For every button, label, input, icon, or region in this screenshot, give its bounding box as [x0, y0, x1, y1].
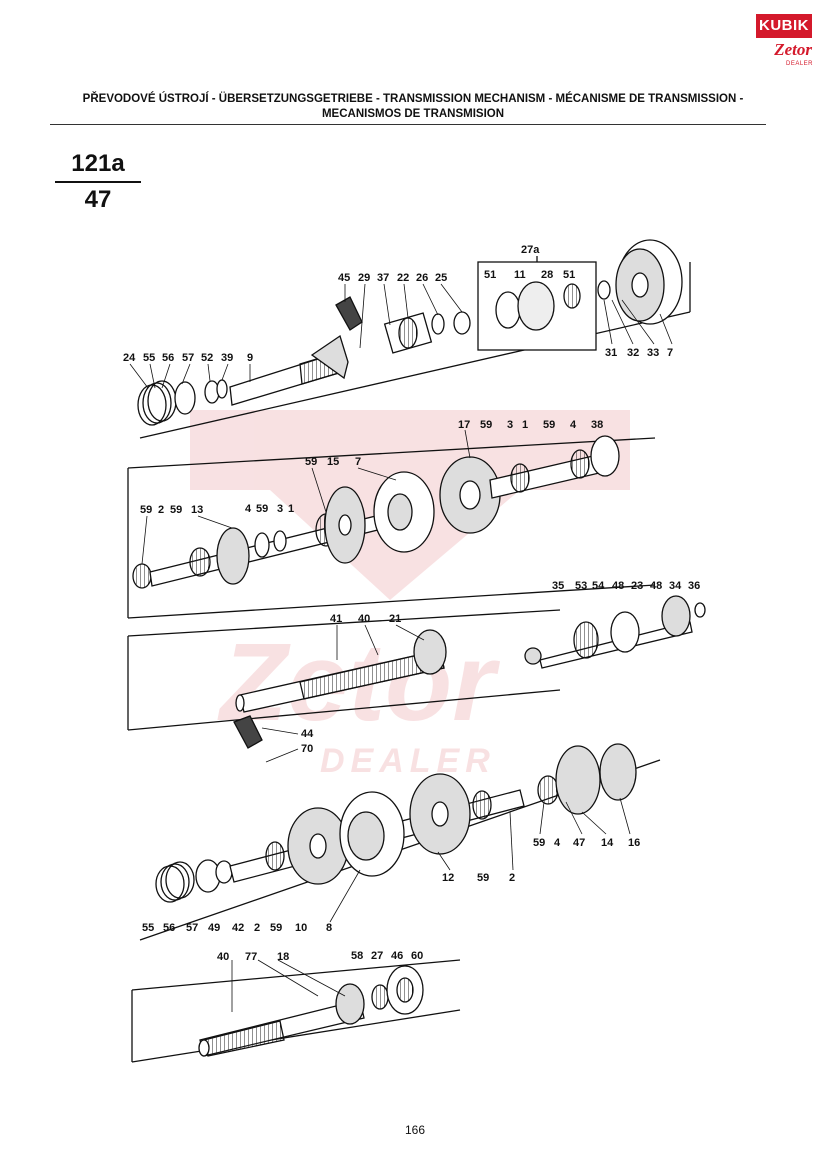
logo-zetor-text: Zetor	[774, 40, 812, 59]
logo-kubik-text: KUBIK	[756, 14, 812, 38]
callout-53: 53	[575, 580, 587, 592]
callout-59: 59	[480, 419, 492, 431]
callout-9: 9	[247, 352, 253, 364]
callout-7: 7	[667, 347, 673, 359]
callout-10: 10	[295, 922, 307, 934]
callout-40: 40	[358, 613, 370, 625]
callout-25: 25	[435, 272, 447, 284]
callout-34: 34	[669, 580, 682, 592]
callout-41: 41	[330, 613, 342, 625]
group-number: 121a	[71, 150, 125, 177]
callout-39: 39	[221, 352, 233, 364]
callout-59-i: 59	[270, 922, 282, 934]
callout-51-b: 51	[563, 269, 575, 281]
callout-48-b: 48	[650, 580, 662, 592]
callout-49: 49	[208, 922, 220, 934]
callout-59-c: 59	[305, 456, 317, 468]
callout-59-d: 59	[140, 504, 152, 516]
callout-40-b: 40	[217, 951, 229, 963]
callout-36: 36	[688, 580, 700, 592]
callout-27a: 27a	[521, 244, 540, 256]
callout-70: 70	[301, 743, 313, 755]
section-1-input-shaft	[137, 239, 691, 439]
callout-29: 29	[358, 272, 370, 284]
section-2-countershaft	[127, 435, 656, 619]
callout-56-b: 56	[163, 922, 175, 934]
callout-2-c: 2	[254, 922, 260, 934]
callout-1-b: 1	[288, 503, 294, 515]
page-title: PŘEVODOVÉ ÚSTROJÍ - ÜBERSETZUNGSGETRIEBE…	[82, 93, 744, 120]
callout-47: 47	[573, 837, 585, 849]
callout-labels: 45 29 37 22 26 25 27a 51 11 28 51 31 32 …	[123, 244, 700, 963]
callout-45: 45	[338, 272, 350, 284]
callout-38: 38	[591, 419, 603, 431]
callout-24: 24	[123, 352, 136, 364]
callout-44: 44	[301, 728, 314, 740]
callout-48: 48	[612, 580, 624, 592]
callout-31: 31	[605, 347, 617, 359]
sub-number: 47	[84, 186, 112, 213]
callout-14: 14	[601, 837, 614, 849]
callout-1: 1	[522, 419, 528, 431]
callout-54: 54	[592, 580, 605, 592]
callout-58: 58	[351, 950, 363, 962]
callout-32: 32	[627, 347, 639, 359]
page-number: 166	[404, 1123, 426, 1137]
callout-59-f: 59	[256, 503, 268, 515]
callout-28: 28	[541, 269, 553, 281]
callout-4: 4	[570, 419, 577, 431]
callout-59-h: 59	[477, 872, 489, 884]
callout-52: 52	[201, 352, 213, 364]
callout-59-e: 59	[170, 504, 182, 516]
callout-60: 60	[411, 950, 423, 962]
callout-51: 51	[484, 269, 496, 281]
callout-4-c: 4	[554, 837, 561, 849]
section-3-main-shaft	[127, 595, 706, 749]
group-fraction-line	[55, 181, 141, 183]
callout-26: 26	[416, 272, 428, 284]
callout-57: 57	[182, 352, 194, 364]
callout-3: 3	[507, 419, 513, 431]
title-divider	[50, 124, 766, 125]
brand-logo: KUBIK Zetor DEALER	[756, 14, 814, 72]
callout-33: 33	[647, 347, 659, 359]
section-5-pto-shaft	[131, 959, 461, 1063]
callout-23: 23	[631, 580, 643, 592]
callout-37: 37	[377, 272, 389, 284]
section-4-output-shaft	[139, 743, 661, 941]
callout-12: 12	[442, 872, 454, 884]
callout-2-b: 2	[509, 872, 515, 884]
callout-42: 42	[232, 922, 244, 934]
callout-59-b: 59	[543, 419, 555, 431]
logo-dealer-text: DEALER	[786, 61, 814, 67]
callout-17: 17	[458, 419, 470, 431]
callout-57-b: 57	[186, 922, 198, 934]
callout-3-b: 3	[277, 503, 283, 515]
callout-21: 21	[389, 613, 401, 625]
callout-16: 16	[628, 837, 640, 849]
watermark-text: DEALER	[320, 742, 496, 780]
callout-56: 56	[162, 352, 174, 364]
callout-59-g: 59	[533, 837, 545, 849]
callout-35: 35	[552, 580, 564, 592]
callout-77: 77	[245, 951, 257, 963]
callout-13: 13	[191, 504, 203, 516]
callout-leaders	[129, 283, 673, 1012]
callout-11: 11	[514, 269, 526, 281]
callout-27: 27	[371, 950, 383, 962]
callout-2: 2	[158, 504, 164, 516]
callout-7-b: 7	[355, 456, 361, 468]
callout-18: 18	[277, 951, 289, 963]
callout-55-b: 55	[142, 922, 154, 934]
callout-22: 22	[397, 272, 409, 284]
callout-46: 46	[391, 950, 403, 962]
callout-4-b: 4	[245, 503, 252, 515]
callout-55: 55	[143, 352, 155, 364]
callout-15: 15	[327, 456, 339, 468]
callout-8: 8	[326, 922, 332, 934]
